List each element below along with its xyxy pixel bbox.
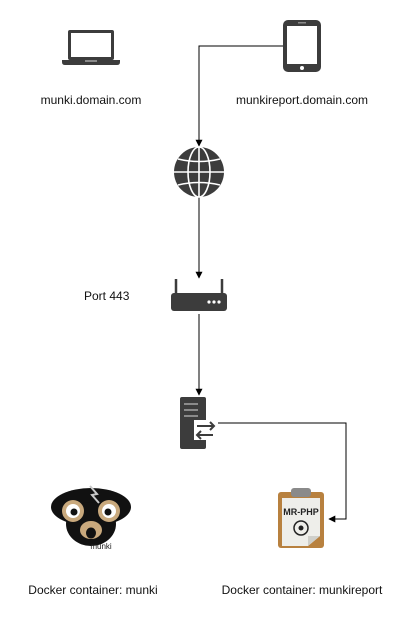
laptop-icon [62, 30, 120, 65]
munki-logo: munki [50, 480, 132, 552]
edges [195, 45, 347, 523]
tablet-icon [283, 20, 321, 72]
munkireport-container-label: Docker container: munkireport [221, 583, 383, 597]
mr-php-logo-text: MR-PHP [283, 507, 319, 517]
server-proxy-icon [180, 397, 216, 449]
globe-icon [174, 146, 224, 198]
tablet-label: munkireport.domain.com [235, 93, 369, 107]
edge-tablet-to-internet [195, 45, 283, 147]
edge-proxy-to-munkireport [218, 422, 347, 523]
router-label: Port 443 [84, 289, 130, 303]
laptop-label: munki.domain.com [40, 93, 142, 107]
router-icon [171, 279, 227, 311]
munki-container-label: Docker container: munki [28, 583, 158, 597]
mr-php-clipboard-icon: MR-PHP [278, 488, 324, 548]
munki-logo-text: munki [90, 542, 112, 551]
